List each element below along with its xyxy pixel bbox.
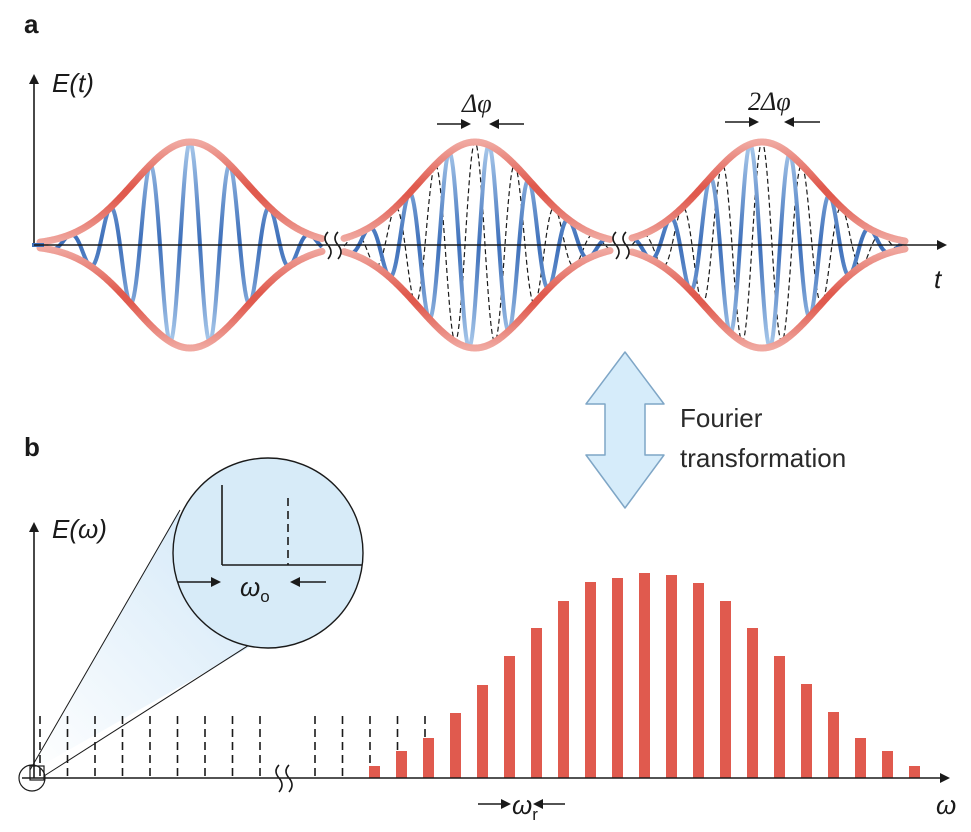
comb-bar	[504, 656, 515, 778]
panel-a-label: a	[24, 9, 39, 39]
envelope-top-1	[36, 138, 326, 246]
carrier-wave-2	[342, 142, 611, 351]
panel-b-x-axis-label: ω	[936, 790, 956, 820]
envelope-bottom-1	[36, 244, 326, 352]
envelope-bottom-2	[340, 247, 614, 352]
comb-bar	[828, 712, 839, 778]
comb-bar	[531, 628, 542, 778]
comb-bar	[396, 751, 407, 778]
offset-frequency-label: ωo	[240, 572, 270, 606]
comb-bar	[558, 601, 569, 778]
fourier-label-line2: transformation	[680, 443, 846, 473]
comb-bar	[855, 738, 866, 778]
panel-a-axis-break-1	[324, 231, 342, 260]
envelope-top-2	[340, 138, 614, 243]
comb-bar	[693, 583, 704, 778]
magnifier-cone-edge-2	[43, 623, 283, 777]
envelope-top-3	[628, 138, 909, 245]
rep-rate-annotation: ωr	[478, 790, 565, 824]
rep-rate-label: ωr	[512, 790, 538, 824]
magnifier-circle	[172, 457, 364, 649]
envelope-bottom-3	[628, 245, 909, 352]
phase-shift-annotation-2: 2Δφ	[725, 87, 820, 127]
comb-bar	[801, 684, 812, 778]
comb-bar	[585, 582, 596, 778]
comb-bar	[369, 766, 380, 778]
phase-shift-annotation-1: Δφ	[437, 89, 524, 129]
comb-bar	[882, 751, 893, 778]
comb-bar	[909, 766, 920, 778]
comb-bar	[612, 578, 623, 778]
phase-shift-label-1: Δφ	[461, 89, 492, 118]
phase-shift-label-2: 2Δφ	[748, 87, 791, 116]
panel-b-y-axis-label: E(ω)	[52, 514, 107, 544]
magnifier-cone-edge-1	[29, 509, 181, 771]
origin-zoom-box	[29, 765, 45, 781]
panel-b-axis-break	[275, 764, 293, 793]
comb-bar	[747, 628, 758, 778]
fourier-label-line1: Fourier	[680, 403, 763, 433]
fourier-double-arrow	[585, 351, 665, 509]
origin-zoom-circle	[18, 764, 46, 792]
comb-bar	[666, 575, 677, 778]
comb-bar	[720, 601, 731, 778]
comb-bar	[774, 656, 785, 778]
panel-a-y-axis-label: E(t)	[52, 68, 94, 98]
panel-a-x-axis-label: t	[934, 264, 943, 294]
panel-a-axis-break-2	[612, 231, 630, 260]
comb-bar	[639, 573, 650, 778]
reference-carrier-3	[631, 141, 906, 343]
panel-b-label: b	[24, 432, 40, 462]
comb-bar	[450, 713, 461, 778]
comb-bar	[423, 738, 434, 778]
reference-carrier-2	[343, 141, 611, 343]
comb-lines	[39, 573, 920, 778]
comb-bar	[477, 685, 488, 778]
carrier-wave-1	[39, 138, 324, 345]
magnifier: ωo	[172, 457, 364, 649]
